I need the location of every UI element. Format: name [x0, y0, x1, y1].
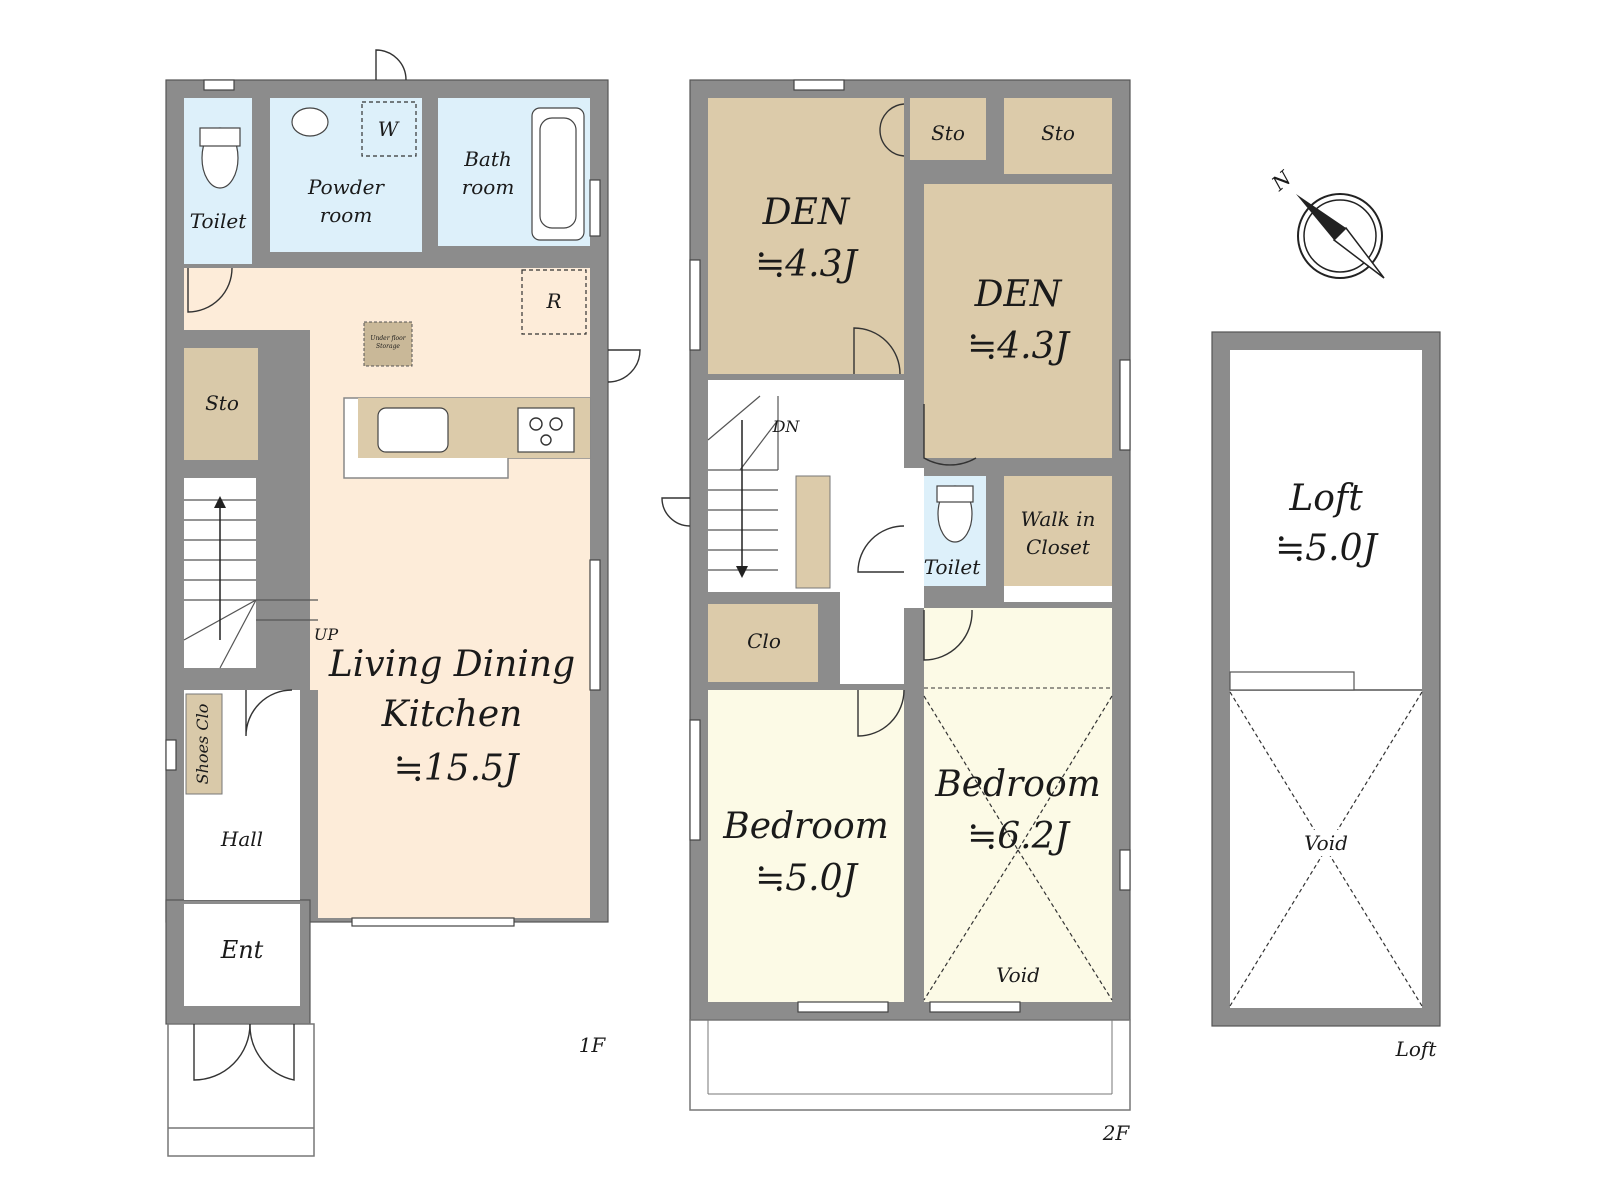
fridge-space — [521, 269, 587, 335]
den-a-label: DEN — [762, 192, 851, 233]
closet-label: Clo — [747, 629, 781, 653]
powder-exterior-door[interactable] — [375, 49, 407, 81]
2f-toilet-door[interactable] — [857, 525, 905, 573]
2f-closet — [708, 604, 818, 682]
den-a-window-north — [793, 79, 845, 91]
compass-icon: N — [1266, 165, 1385, 279]
ldk-window-east — [589, 559, 601, 691]
underfloor-label-1: Under floor — [370, 335, 406, 342]
bedroom-b-window-east — [1119, 849, 1131, 891]
hall-window — [165, 739, 177, 771]
1f-shoes-closet — [185, 693, 223, 795]
hall-door[interactable] — [245, 689, 293, 737]
floor-2f: DEN ≒4.3J Sto Sto DEN ≒4.3J DN Toilet Wa… — [661, 79, 1131, 1145]
1f-powder-label-2: room — [320, 203, 373, 227]
ldk-window-south — [351, 917, 515, 927]
2f-wic — [1004, 476, 1112, 586]
1f-entrance — [184, 904, 300, 1006]
2f-stairs — [708, 396, 778, 588]
1f-fridge-label: R — [545, 289, 561, 313]
den-a-door[interactable] — [853, 327, 901, 375]
loft-floor-label: Loft — [1395, 1037, 1438, 1061]
den-b-size: ≒4.3J — [967, 326, 1071, 367]
bedroom-a-window-south — [797, 1001, 889, 1013]
2f-bedroom-b — [924, 608, 1112, 1002]
bath-window — [589, 179, 601, 237]
toilet-door[interactable] — [187, 267, 233, 313]
entrance-label: Ent — [220, 936, 264, 964]
loft-label: Loft — [1288, 478, 1363, 519]
1f-storage-label: Sto — [205, 391, 239, 415]
floor-loft: Loft ≒5.0J Void Loft — [1211, 331, 1441, 1061]
toilet-window — [203, 79, 235, 91]
sto-a-label: Sto — [931, 121, 965, 145]
bedroom-a-label: Bedroom — [722, 806, 889, 847]
bedroom-b-size: ≒6.2J — [967, 816, 1071, 857]
basin-icon — [291, 107, 329, 137]
1f-floor-label: 1F — [579, 1033, 607, 1057]
shoes-closet-label: Shoes Clo — [193, 704, 212, 785]
1f-washer-label: W — [378, 117, 400, 141]
bedroom-b-window-south — [929, 1001, 1021, 1013]
den-b-label: DEN — [974, 274, 1063, 315]
den-a-window-west — [689, 259, 701, 351]
2f-toilet-label: Toilet — [924, 555, 981, 579]
2f-den-b — [924, 184, 1112, 458]
2f-floor-label: 2F — [1102, 1121, 1131, 1145]
entrance-door-left[interactable] — [193, 1023, 251, 1081]
den-b-door[interactable] — [923, 404, 977, 466]
compass-north-label: N — [1266, 165, 1297, 196]
bedroom-b-label: Bedroom — [934, 764, 1101, 805]
underfloor-storage — [363, 321, 413, 367]
ldk-label-1: Living Dining — [328, 644, 575, 685]
bedroom-a-door[interactable] — [857, 689, 905, 737]
1f-powder-label-1: Powder — [307, 175, 385, 199]
bedroom-a-window-west — [689, 719, 701, 841]
sink-icon — [377, 407, 449, 453]
den-b-window — [1119, 359, 1131, 451]
bedroom-a-size: ≒5.0J — [755, 858, 859, 899]
underfloor-label-2: Storage — [376, 343, 400, 350]
2f-stair-label: DN — [772, 417, 801, 436]
washer-space — [361, 101, 417, 157]
1f-stair-label: UP — [314, 625, 338, 644]
floor-1f: Toilet Powder room W Bath room R Under f… — [165, 49, 641, 1157]
2f-void-label: Void — [996, 963, 1040, 987]
1f-toilet-label: Toilet — [190, 209, 247, 233]
wic-label-2: Closet — [1026, 535, 1091, 559]
loft-void-label: Void — [1304, 831, 1348, 855]
sto-b-label: Sto — [1041, 121, 1075, 145]
bedroom-b-door[interactable] — [923, 609, 973, 661]
stair-exterior-door[interactable] — [661, 497, 691, 527]
2f-stair-treads — [707, 395, 779, 571]
1f-bath-label-1: Bath — [463, 147, 512, 171]
1f-porch — [167, 1023, 315, 1157]
1f-bath-label-2: room — [462, 175, 515, 199]
ldk-side-door[interactable] — [607, 349, 641, 383]
hall-label: Hall — [220, 827, 263, 851]
ldk-label-2: Kitchen — [381, 694, 523, 735]
2f-balcony — [689, 1019, 1131, 1111]
den-a-size: ≒4.3J — [755, 244, 859, 285]
wic-label-1: Walk in — [1021, 507, 1096, 531]
loft-size: ≒5.0J — [1275, 528, 1379, 569]
2f-bedroom-a — [708, 690, 904, 1002]
ldk-size: ≒15.5J — [394, 748, 521, 789]
2f-den-a — [708, 98, 904, 374]
1f-storage — [184, 348, 258, 460]
2f-sto-a — [910, 98, 986, 160]
entrance-door-right[interactable] — [249, 1023, 295, 1081]
sto-a-door[interactable] — [879, 103, 905, 157]
2f-sto-b — [1004, 98, 1112, 174]
